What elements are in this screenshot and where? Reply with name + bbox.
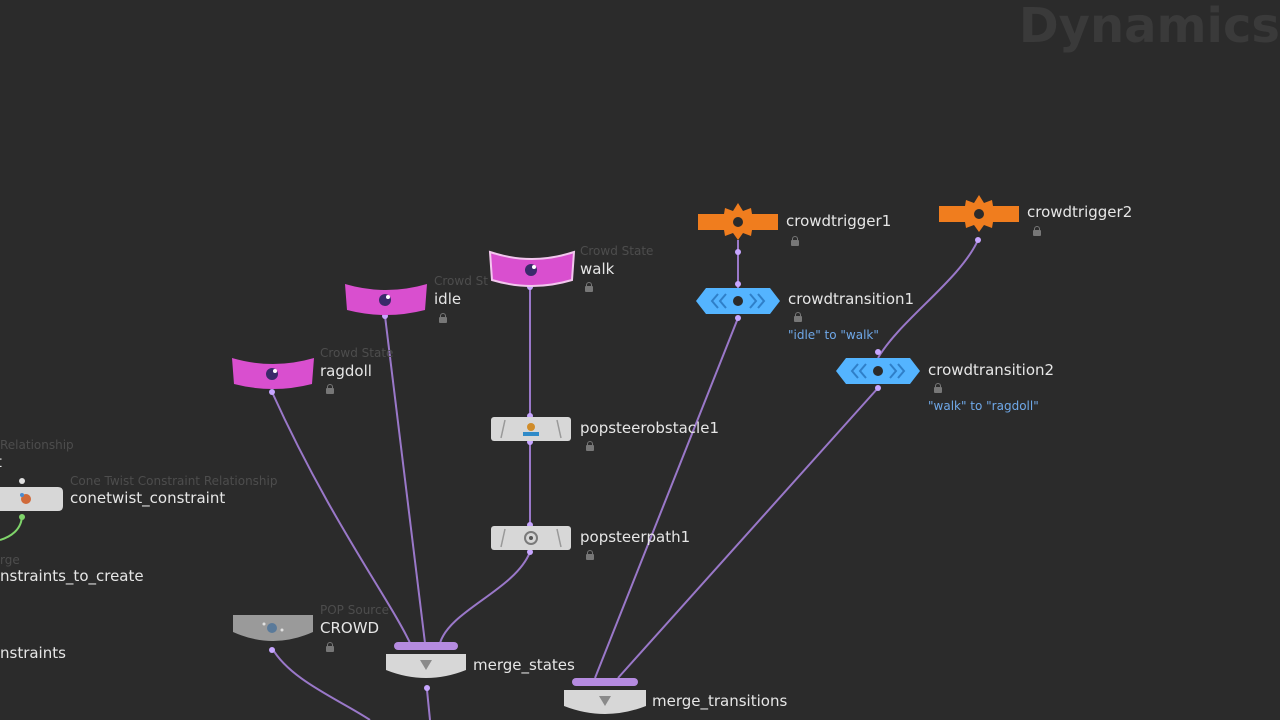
wire-trigger2-to-transition2 — [877, 239, 979, 359]
lock-icon[interactable] — [585, 282, 593, 292]
source-icon — [267, 623, 277, 633]
transition-icon — [733, 296, 743, 306]
crowd-pop-source-node[interactable] — [230, 612, 316, 648]
trigger-icon — [733, 217, 743, 227]
conetwist-node-type: Cone Twist Constraint Relationship — [70, 474, 278, 488]
merge-states-node[interactable] — [384, 640, 468, 684]
left-relationship-type: Relationship — [0, 438, 74, 452]
crowdtransition2-name: crowdtransition2 — [928, 361, 1055, 379]
trigger-icon — [974, 209, 984, 219]
lock-icon[interactable] — [794, 312, 802, 322]
lock-icon[interactable] — [326, 642, 334, 652]
lock-icon[interactable] — [1033, 226, 1041, 236]
merge-transitions-name: merge_transitions — [652, 692, 788, 710]
wire-transition1-to-merge-transitions — [594, 317, 739, 679]
crowdtransition1-name: crowdtransition1 — [788, 290, 915, 308]
ragdoll-crowd-state-node[interactable] — [230, 354, 316, 392]
constraint-icon — [21, 494, 31, 504]
transition-icon — [873, 366, 883, 376]
walk-name: walk — [580, 260, 615, 278]
crowdtrigger1-node[interactable] — [696, 200, 780, 242]
crowdtransition2-node[interactable] — [834, 356, 922, 386]
popsteerpath1-name: popsteerpath1 — [580, 528, 691, 546]
conetwist-constraint-node[interactable] — [0, 484, 64, 514]
wire-popsteerpath1-to-merge-states — [439, 551, 531, 644]
idle-node-type: Crowd St — [434, 274, 488, 288]
popsteerobstacle1-node[interactable] — [489, 414, 573, 444]
popsteerobstacle1-name: popsteerobstacle1 — [580, 419, 719, 437]
walk-crowd-state-node[interactable] — [487, 248, 577, 290]
merge-states-name: merge_states — [473, 656, 575, 674]
crowd-node-type: POP Source — [320, 603, 389, 617]
ragdoll-name: ragdoll — [320, 362, 372, 380]
lock-icon[interactable] — [791, 236, 799, 246]
path-icon — [524, 531, 538, 545]
network-context-label: Dynamics — [1018, 0, 1280, 54]
obstacle-icon — [527, 423, 535, 431]
merge-input-bar — [394, 642, 458, 650]
idle-name: idle — [434, 290, 462, 308]
crowd-name: CROWD — [320, 619, 380, 637]
merge-transitions-node[interactable] — [562, 676, 648, 720]
crowdtrigger2-node[interactable] — [937, 192, 1021, 234]
crowdtransition2-comment: "walk" to "ragdoll" — [928, 399, 1039, 413]
crowdtrigger1-name: crowdtrigger1 — [786, 212, 892, 230]
merge-input-bar — [572, 678, 638, 686]
merge-icon — [420, 660, 432, 670]
idle-crowd-state-node[interactable] — [343, 280, 429, 318]
left-merge-type: rge — [0, 553, 20, 567]
lock-icon[interactable] — [934, 383, 942, 393]
lock-icon[interactable] — [439, 313, 447, 323]
wire-transition2-to-merge-transitions — [617, 387, 879, 679]
left-relationship-name: t — [0, 453, 2, 471]
lock-icon[interactable] — [586, 441, 594, 451]
wire-constraint-green — [0, 514, 23, 541]
crowdtransition1-comment: "idle" to "walk" — [788, 328, 879, 342]
wire-crowd-out — [271, 647, 371, 720]
conetwist-constraint-name: conetwist_constraint — [70, 489, 226, 507]
wire-ragdoll-to-merge-states — [271, 391, 411, 644]
popsteerpath1-node[interactable] — [489, 523, 573, 553]
crowdtransition1-node[interactable] — [694, 286, 782, 316]
crowdtrigger2-name: crowdtrigger2 — [1027, 203, 1133, 221]
wire-idle-to-merge-states — [384, 315, 426, 644]
wire-merge-states-out — [426, 689, 431, 720]
ragdoll-node-type: Crowd State — [320, 346, 394, 360]
lock-icon[interactable] — [326, 384, 334, 394]
left-merge-name: nstraints_to_create — [0, 567, 144, 585]
lock-icon[interactable] — [586, 550, 594, 560]
merge-icon — [599, 696, 611, 706]
walk-node-type: Crowd State — [580, 244, 654, 258]
left-constraints-name: nstraints — [0, 644, 66, 662]
